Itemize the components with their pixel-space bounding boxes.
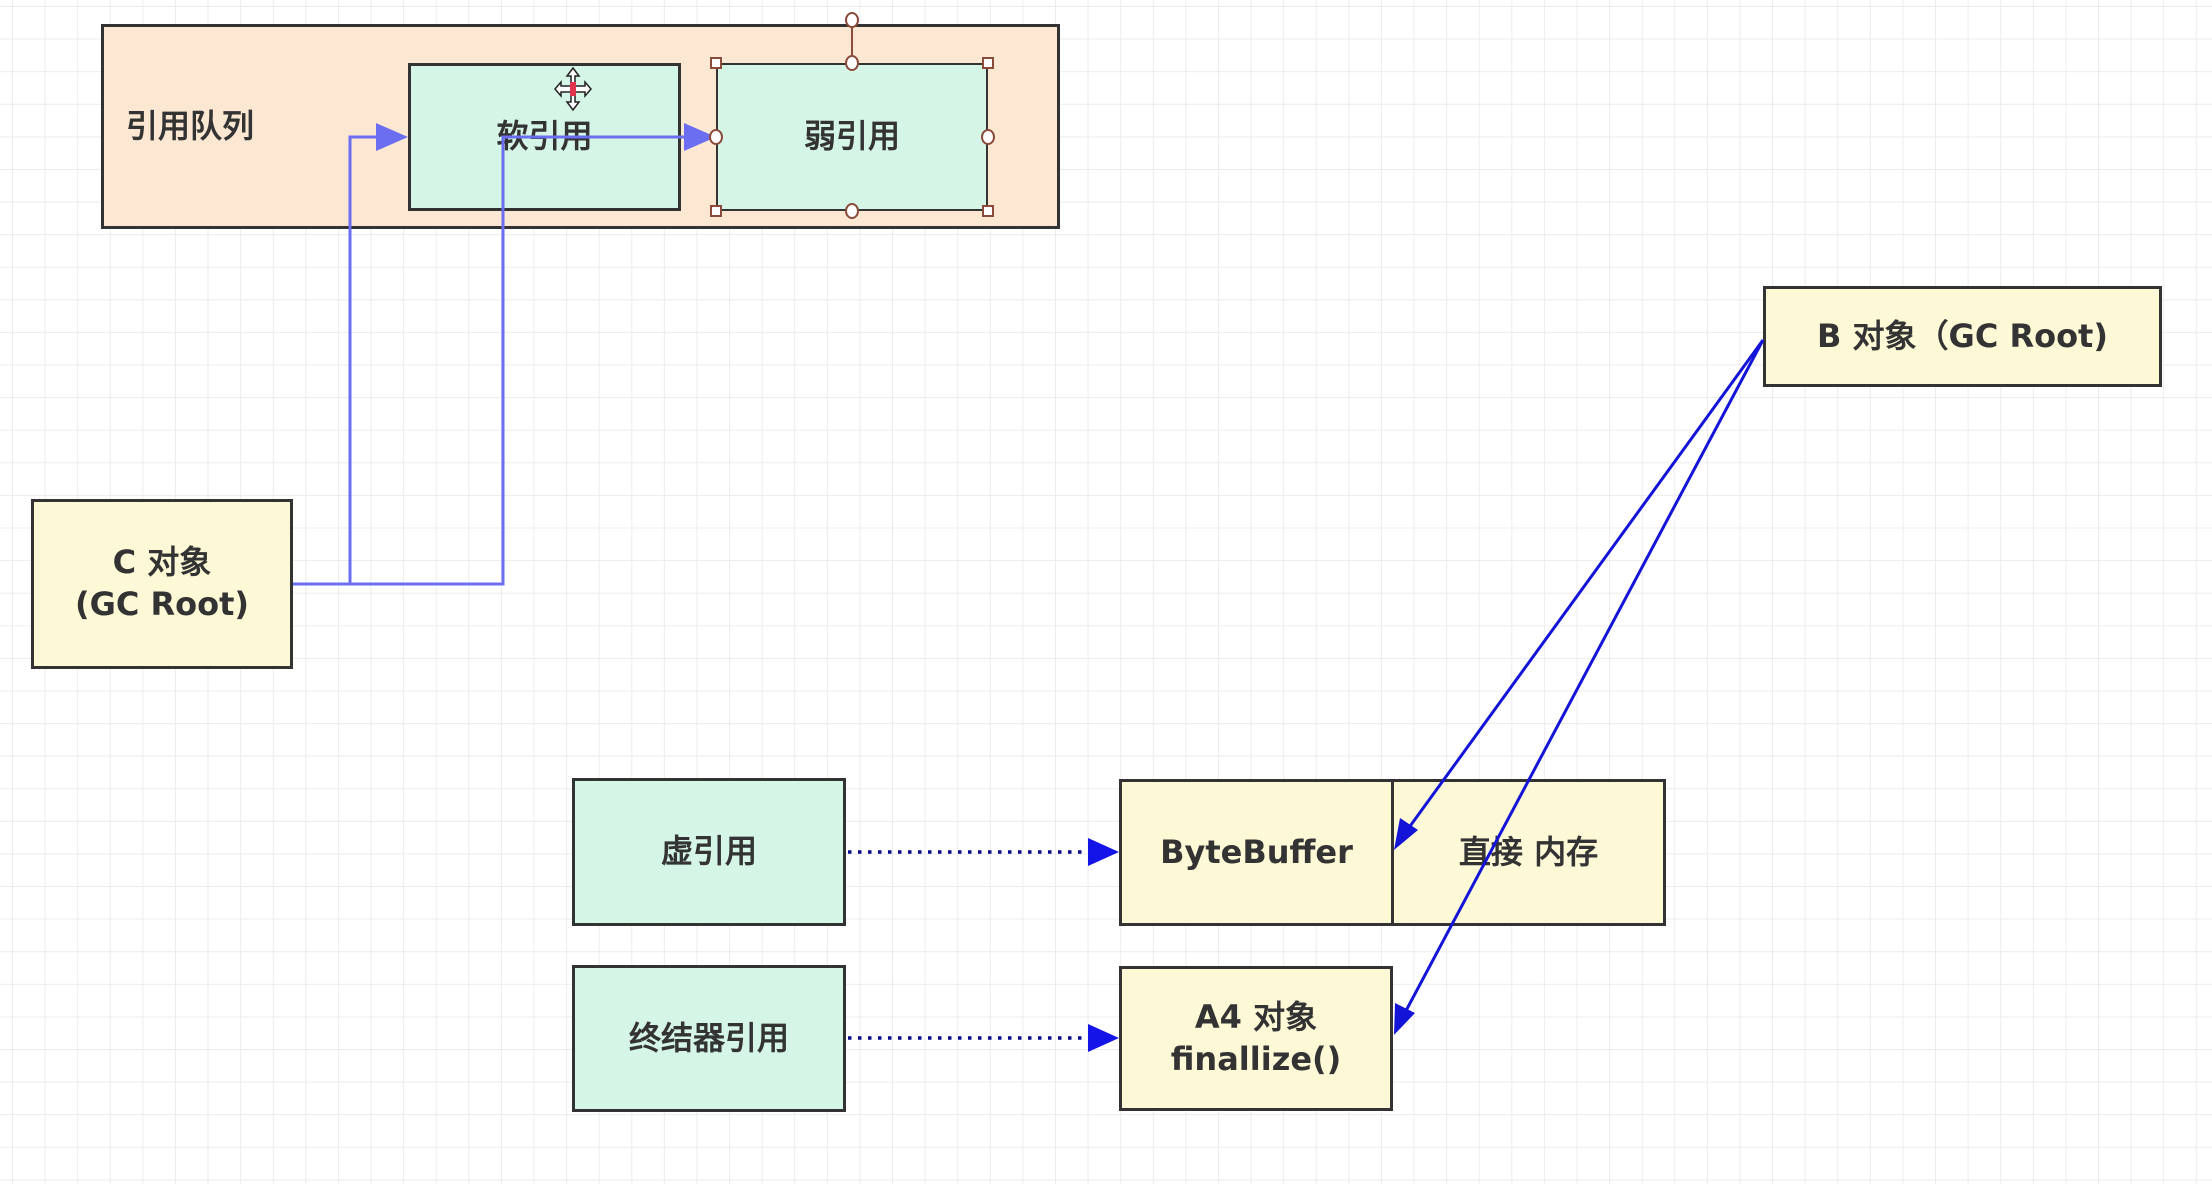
c-object-label: C 对象 <box>112 543 212 582</box>
soft-reference-label: 软引用 <box>496 117 593 156</box>
c-object-gc-root-label: (GC Root) <box>74 585 250 623</box>
arrowhead-finalizer-a4 <box>1088 1024 1119 1052</box>
direct-memory-label: 直接 内存 <box>1458 832 1599 871</box>
b-object-gc-root-node[interactable]: B 对象（GC Root) <box>1763 286 2162 387</box>
finalizer-reference-label: 终结器引用 <box>628 1018 789 1057</box>
b-object-label: B 对象（GC Root) <box>1817 316 2108 355</box>
resize-handle-top-right[interactable] <box>982 57 994 69</box>
arrowhead-phantom-bytebuffer <box>1088 838 1119 866</box>
resize-handle-bottom-right[interactable] <box>982 205 994 217</box>
resize-handle-top[interactable] <box>845 55 859 71</box>
finalizer-reference-node[interactable]: 终结器引用 <box>572 965 846 1112</box>
direct-memory-node[interactable]: 直接 内存 <box>1391 779 1666 926</box>
bytebuffer-label: ByteBuffer <box>1160 832 1353 871</box>
phantom-reference-label: 虚引用 <box>660 832 757 871</box>
resize-handle-top-left[interactable] <box>710 57 722 69</box>
resize-handle-bottom[interactable] <box>845 203 859 219</box>
weak-reference-node[interactable]: 弱引用 <box>716 63 988 211</box>
weak-reference-label: 弱引用 <box>803 117 900 156</box>
rotation-handle[interactable] <box>845 12 859 28</box>
reference-queue-label: 引用队列 <box>126 106 255 145</box>
soft-reference-node[interactable]: 软引用 <box>408 63 681 211</box>
move-cursor-icon <box>554 66 592 112</box>
c-object-gc-root-node[interactable]: C 对象 (GC Root) <box>31 499 293 669</box>
a4-object-label: A4 对象 <box>1194 997 1318 1036</box>
resize-handle-bottom-left[interactable] <box>710 205 722 217</box>
bytebuffer-node[interactable]: ByteBuffer <box>1119 779 1394 926</box>
resize-handle-right[interactable] <box>981 129 995 145</box>
arrowhead-a4-object <box>1394 1003 1415 1035</box>
resize-handle-left[interactable] <box>709 129 723 145</box>
a4-object-node[interactable]: A4 对象 finallize() <box>1119 966 1393 1111</box>
edge-b-to-bytebuffer[interactable] <box>1398 339 1765 841</box>
a4-finalize-label: finallize() <box>1170 1039 1342 1078</box>
phantom-reference-node[interactable]: 虚引用 <box>572 778 846 926</box>
